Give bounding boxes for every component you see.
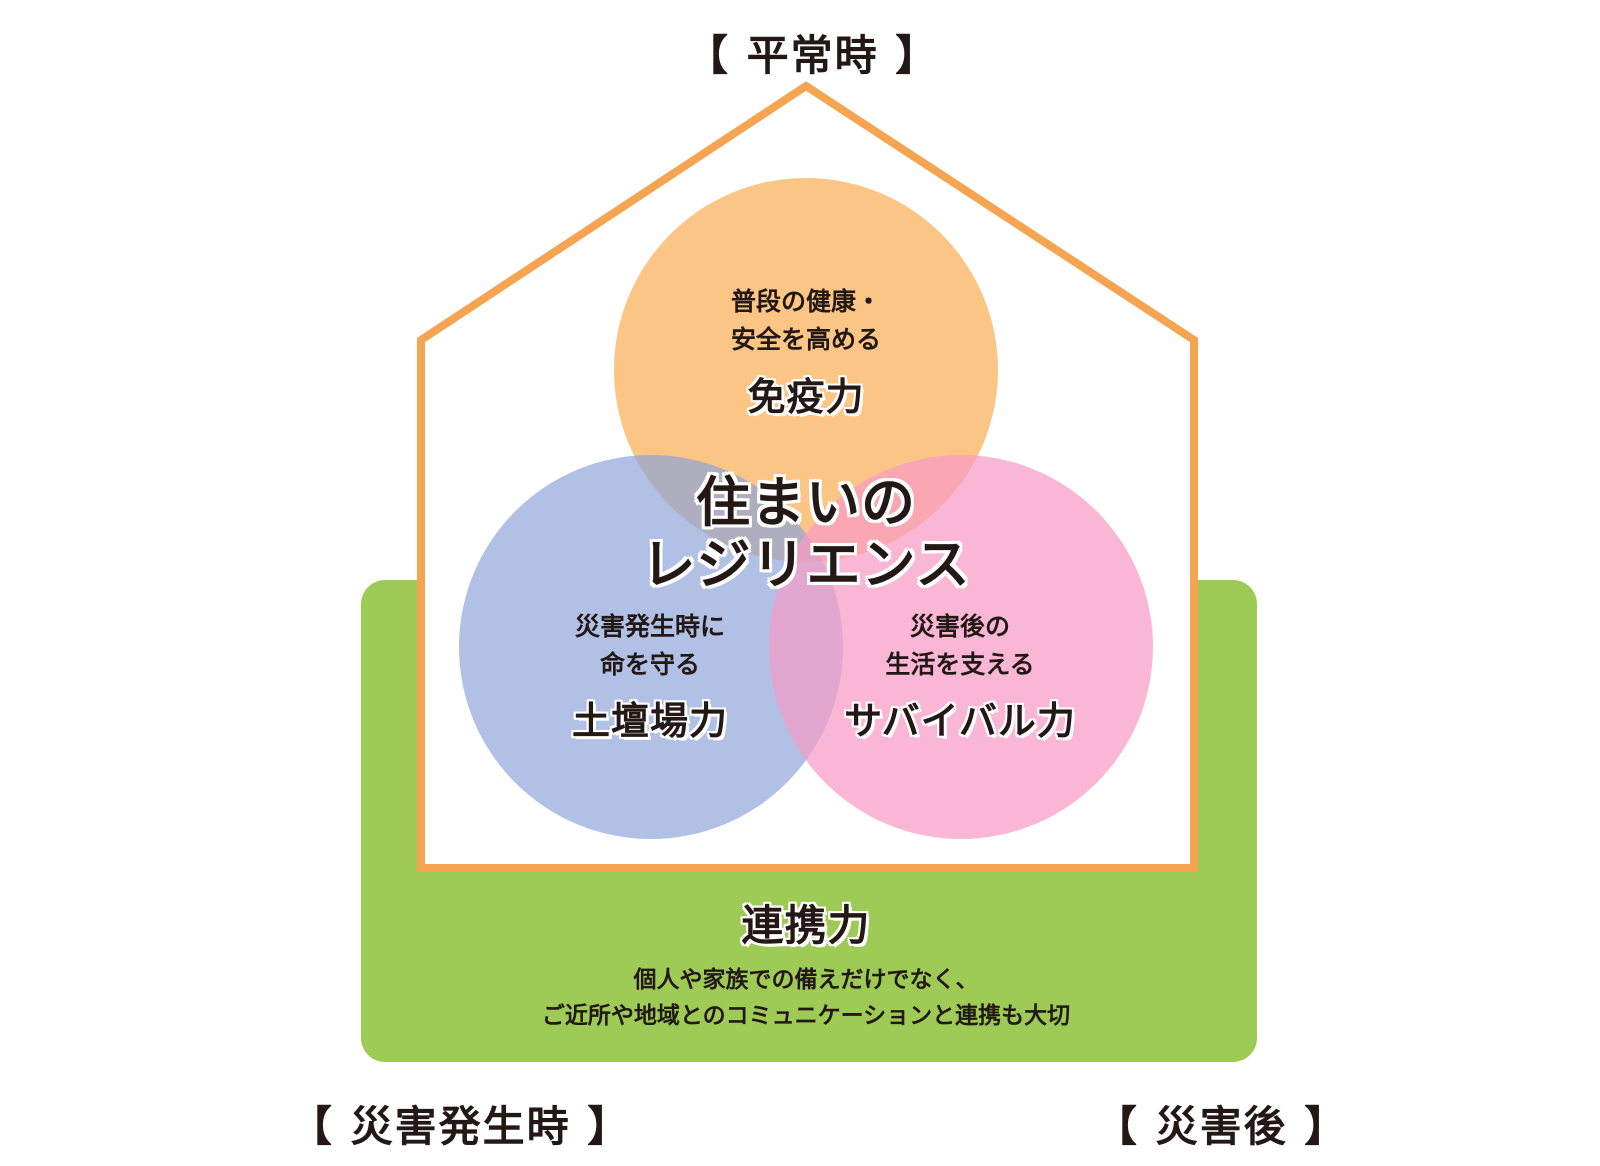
immunity-desc-line2: 安全を高める — [730, 325, 881, 354]
survival-description: 災害後の 生活を支える — [810, 608, 1110, 684]
cooperation-desc-line2: ご近所や地域とのコミュニケーションと連携も大切 — [541, 1003, 1071, 1029]
phase-label-normal: 【 平常時 】 — [686, 31, 940, 80]
center-title-line1: 住まいの — [696, 471, 916, 534]
cooperation-title: 連携力 — [741, 901, 871, 950]
cooperation-desc-line1: 個人や家族での備えだけでなく、 — [633, 967, 979, 993]
immunity-description: 普段の健康・ 安全を高める — [656, 283, 956, 359]
center-title-line2: レジリエンス — [641, 533, 971, 596]
circle-survival — [769, 455, 1153, 839]
phase-label-during-disaster: 【 災害発生時 】 — [290, 1102, 632, 1151]
survival-title: サバイバル力 — [844, 699, 1076, 743]
phase-label-after-disaster: 【 災害後 】 — [1095, 1102, 1349, 1151]
last-moment-description: 災害発生時に 命を守る — [500, 608, 800, 684]
last-moment-title: 土壇場力 — [571, 699, 728, 743]
survival-desc-line1: 災害後の — [909, 612, 1010, 641]
center-title: 住まいの レジリエンス — [600, 472, 1012, 596]
circle-last-moment — [459, 455, 843, 839]
last-moment-desc-line1: 災害発生時に — [574, 612, 725, 641]
survival-desc-line2: 生活を支える — [885, 650, 1035, 679]
last-moment-desc-line2: 命を守る — [599, 650, 700, 679]
immunity-desc-line1: 普段の健康・ — [730, 287, 881, 316]
cooperation-description: 個人や家族での備えだけでなく、 ご近所や地域とのコミュニケーションと連携も大切 — [406, 962, 1206, 1034]
immunity-title: 免疫力 — [747, 375, 865, 419]
